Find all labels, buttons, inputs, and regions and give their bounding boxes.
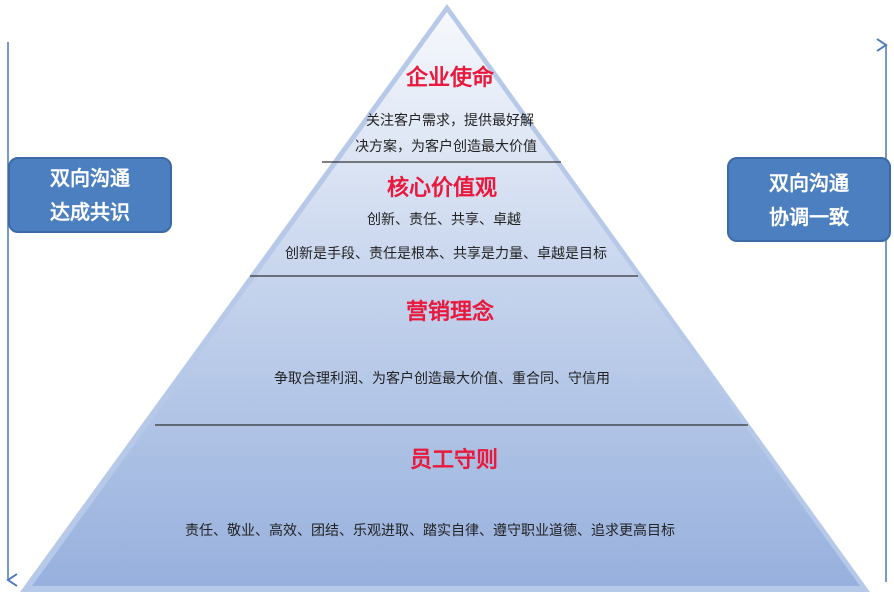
tier-title-values: 核心价值观 [386, 176, 498, 201]
callout-line: 协调一致 [769, 204, 849, 229]
tier-text: 创新、责任、共享、卓越 [367, 212, 521, 228]
right-callout: 双向沟通 协调一致 [727, 157, 891, 242]
callout-line: 双向沟通 [769, 170, 849, 195]
tier-text: 争取合理利润、为客户创造最大价值、重合同、守信用 [274, 371, 610, 387]
callout-line: 达成共识 [50, 200, 130, 224]
pyramid-fill [32, 12, 860, 586]
callout-line: 双向沟通 [50, 166, 130, 190]
tier-title-staff: 员工守则 [409, 448, 499, 473]
left-callout: 双向沟通 达成共识 [8, 157, 172, 233]
tier-title-marketing: 营销理念 [405, 300, 495, 325]
tier-text: 责任、敬业、高效、团结、乐观进取、踏实自律、遵守职业道德、追求更高目标 [185, 523, 675, 539]
tier-title-mission: 企业使命 [405, 66, 495, 91]
tier-text: 关注客户需求，提供最好解 [366, 113, 534, 129]
tier-text: 创新是手段、责任是根本、共享是力量、卓越是目标 [285, 246, 607, 262]
tier-text: 决方案，为客户创造最大价值 [355, 139, 537, 155]
